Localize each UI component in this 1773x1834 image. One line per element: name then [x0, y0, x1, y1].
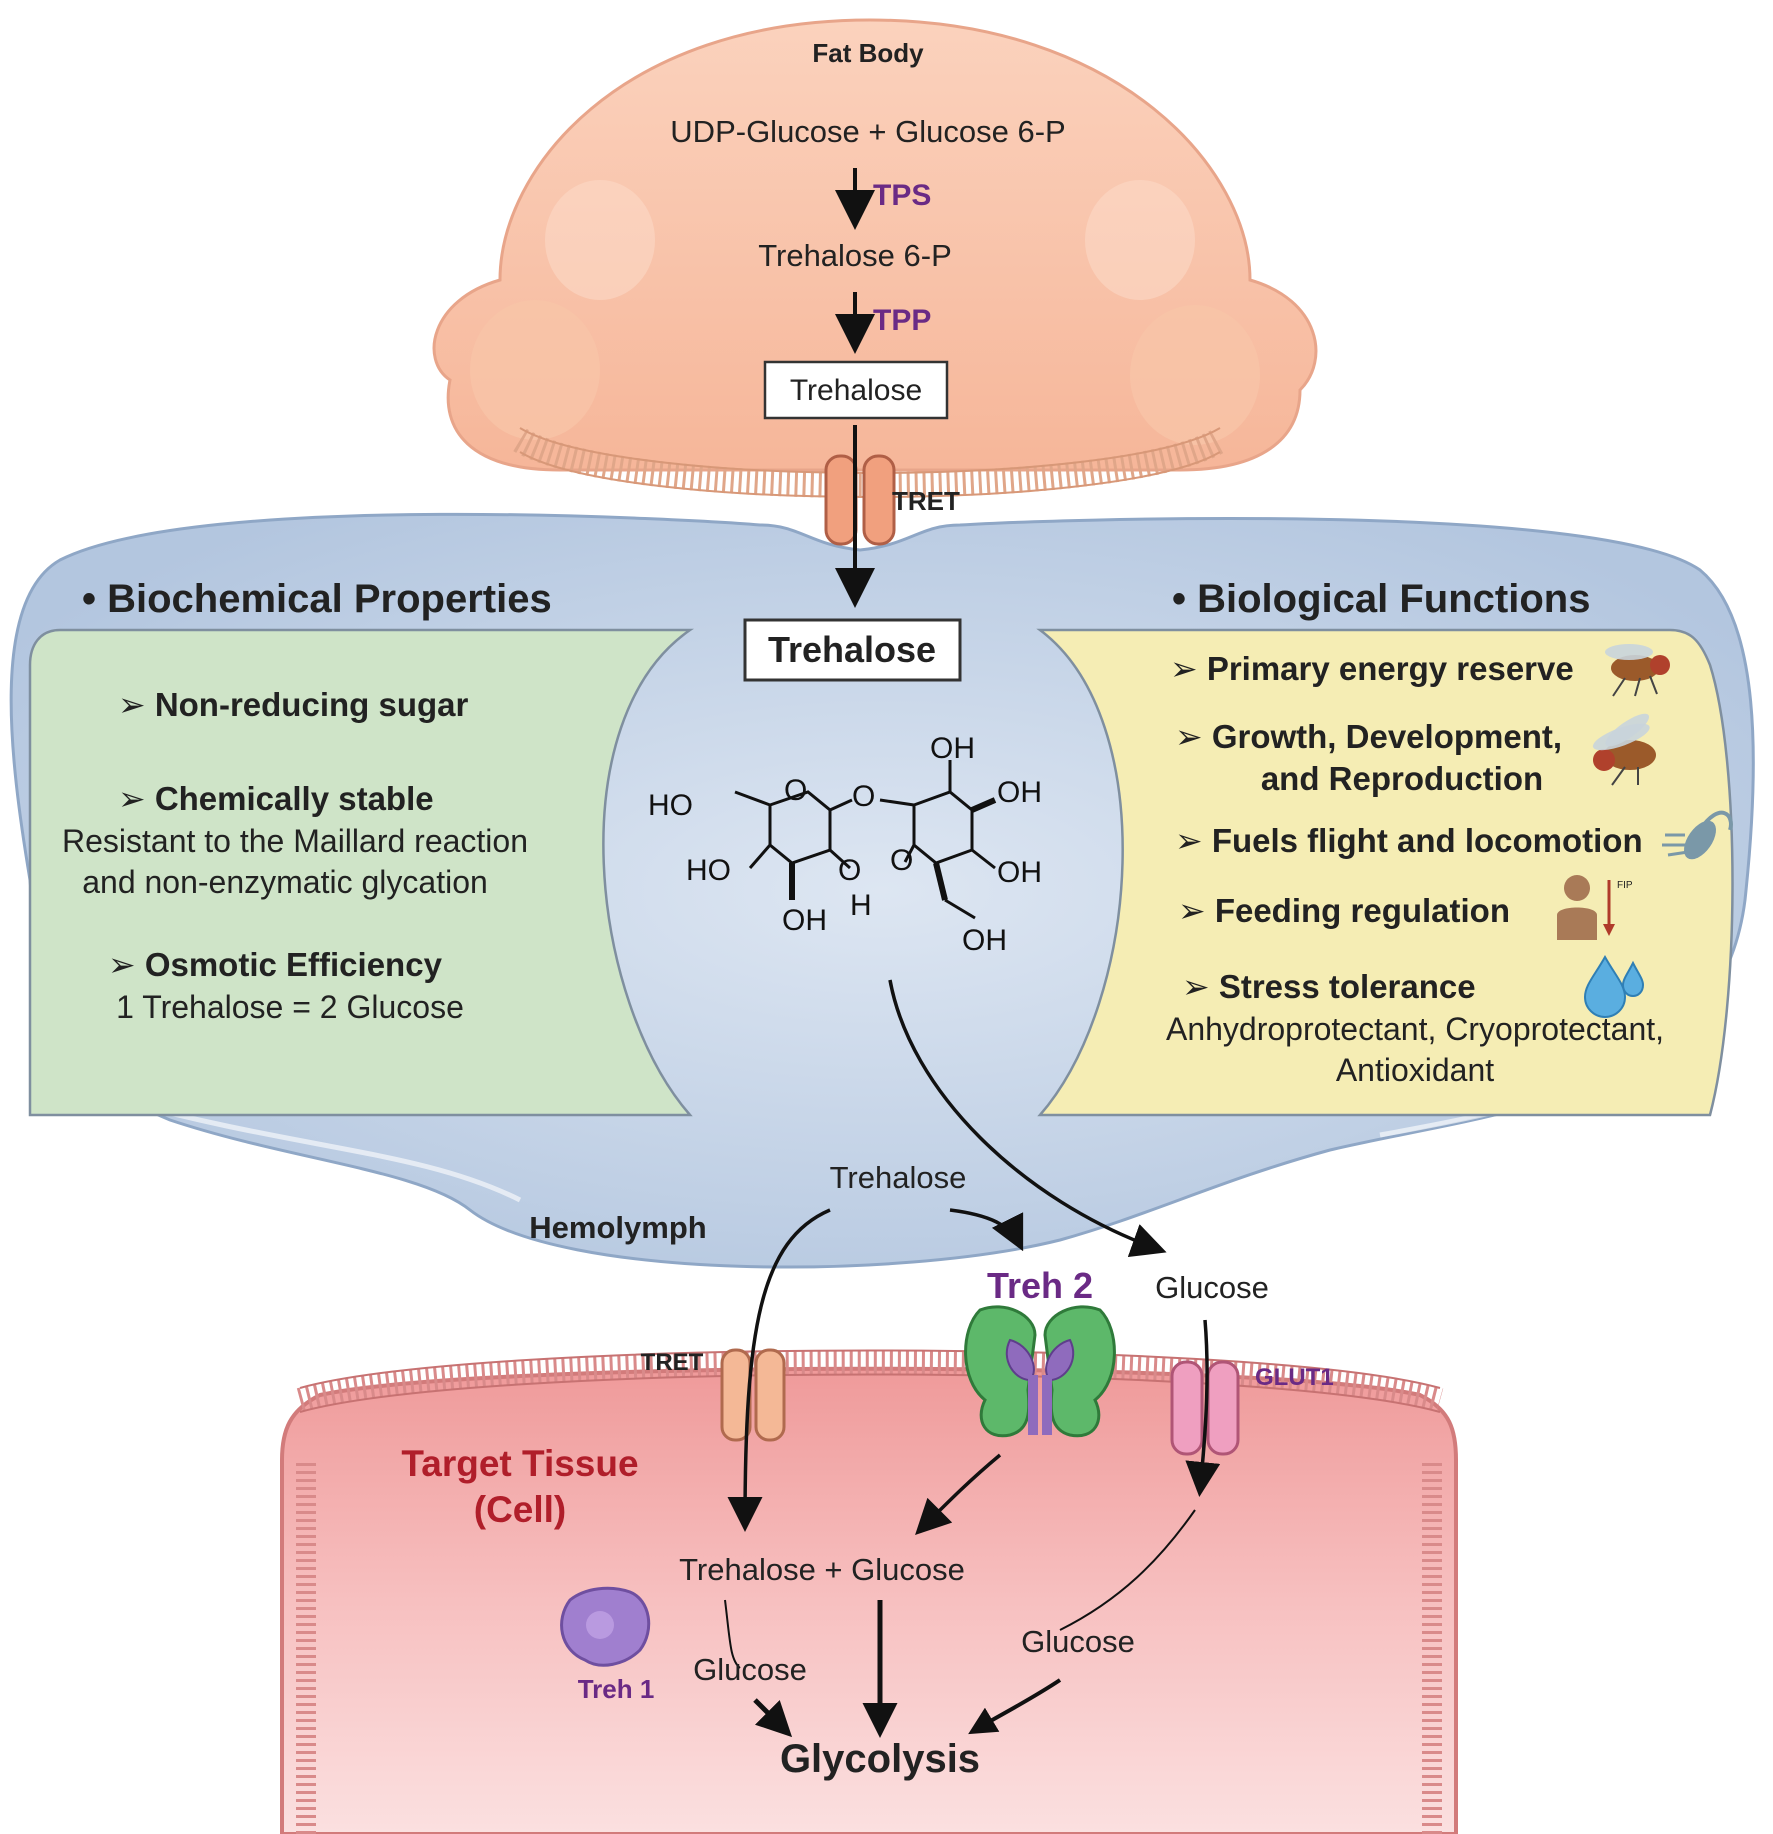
cell-glucose-right: Glucose — [1021, 1624, 1135, 1659]
property-chemically-stable: ➢ Chemically stable — [118, 780, 434, 817]
arrow-glucose-left-to-glycolysis — [753, 1698, 793, 1738]
chem-o-left-bottom: O — [838, 854, 861, 887]
cell-glucose-left: Glucose — [693, 1652, 807, 1687]
fat-body-product-box — [763, 360, 949, 420]
enzyme-tps: TPS — [873, 179, 931, 212]
arrow-treh1-line — [724, 1599, 741, 1669]
function-energy-reserve: ➢ Primary energy reserve — [1170, 650, 1574, 687]
function-feeding: ➢ Feeding regulation — [1178, 892, 1510, 929]
chem-oh-right-2: OH — [997, 856, 1042, 889]
hemolymph-trehalose: Trehalose — [830, 1160, 967, 1195]
function-flight: ➢ Fuels flight and locomotion — [1175, 822, 1643, 859]
arrow-trehalose-to-glucose — [888, 979, 1167, 1258]
fly-icon — [1605, 644, 1670, 697]
fat-body-membrane — [513, 428, 1227, 498]
substrate-label: UDP-Glucose + Glucose 6-P — [670, 114, 1065, 149]
arrow-trehalose-to-tret — [727, 1208, 831, 1532]
flying-insect-icon — [1662, 810, 1733, 860]
functions-panel — [1036, 628, 1734, 1117]
intermediate-label: Trehalose 6-P — [758, 238, 952, 273]
function-stress-line2: Antioxidant — [1336, 1052, 1494, 1088]
fat-body-product: Trehalose — [790, 374, 922, 407]
fat-body-label: Fat Body — [812, 38, 924, 68]
cell-title-line1: Target Tissue — [401, 1443, 638, 1484]
glut1-transporter — [1170, 1360, 1240, 1456]
chem-o-link: O — [852, 780, 875, 813]
glycolysis-label: Glycolysis — [780, 1737, 980, 1781]
tret-transporter-top — [824, 454, 896, 546]
enzyme-tpp: TPP — [873, 304, 931, 337]
arrow-treh2-to-mix — [915, 1453, 1002, 1535]
chem-ho-2: HO — [686, 854, 731, 887]
properties-panel — [28, 628, 694, 1117]
chem-o-ring-left: O — [784, 774, 807, 807]
treh1-label: Treh 1 — [578, 1674, 655, 1704]
hemolymph-glucose: Glucose — [1155, 1270, 1269, 1305]
property-osmotic: ➢ Osmotic Efficiency — [108, 946, 443, 983]
tret-top-label: TRET — [892, 486, 960, 516]
function-stress-line1: Anhydroprotectant, Cryoprotectant, — [1166, 1011, 1664, 1047]
person-icon: FIP — [1557, 875, 1633, 940]
trehalose-box — [743, 618, 962, 682]
treh1-enzyme-icon — [560, 1586, 651, 1667]
tret-cell-label: TRET — [641, 1349, 704, 1376]
tret-transporter-cell — [720, 1348, 786, 1442]
properties-heading: • Biochemical Properties — [82, 577, 552, 621]
cell-mix-label: Trehalose + Glucose — [679, 1552, 965, 1587]
arrow-glucose-curve — [1059, 1509, 1196, 1631]
property-non-reducing: ➢ Non-reducing sugar — [118, 686, 468, 723]
arrow-trehalose-to-treh2 — [949, 1208, 1024, 1252]
functions-heading: • Biological Functions — [1172, 577, 1590, 621]
property-osmotic-line: 1 Trehalose = 2 Glucose — [116, 989, 464, 1025]
arrow-glucose-glut1 — [1185, 1319, 1221, 1497]
hemolymph-label: Hemolymph — [529, 1210, 706, 1245]
chem-oh-bottom-left: OH — [782, 904, 827, 937]
water-drops-icon — [1583, 954, 1645, 1019]
chem-o-ring-right: O — [890, 844, 913, 877]
property-stable-line1: Resistant to the Maillard reaction — [62, 823, 528, 859]
chem-oh-top: OH — [930, 732, 975, 765]
trehalose-box-label: Trehalose — [768, 629, 936, 670]
function-stress: ➢ Stress tolerance — [1182, 968, 1476, 1005]
arrow-glucose-right-to-glycolysis — [968, 1678, 1062, 1735]
chem-oh-bottom-right: OH — [962, 924, 1007, 957]
treh2-label: Treh 2 — [987, 1265, 1093, 1306]
target-tissue-cell — [280, 1349, 1458, 1834]
property-stable-line2: and non-enzymatic glycation — [82, 864, 488, 900]
cell-title-line2: (Cell) — [474, 1489, 567, 1530]
trehalose-structure — [734, 760, 997, 920]
function-growth: ➢ Growth, Development, — [1175, 718, 1562, 755]
fly-icon — [1592, 713, 1656, 786]
chem-h-left: H — [850, 889, 872, 922]
treh2-enzyme-icon — [964, 1305, 1116, 1438]
glut1-label: GLUT1 — [1255, 1364, 1334, 1391]
chem-oh-right-1: OH — [997, 776, 1042, 809]
chem-ho-1: HO — [648, 789, 693, 822]
function-growth-line2: and Reproduction — [1261, 760, 1543, 797]
fip-label: FIP — [1617, 880, 1633, 891]
